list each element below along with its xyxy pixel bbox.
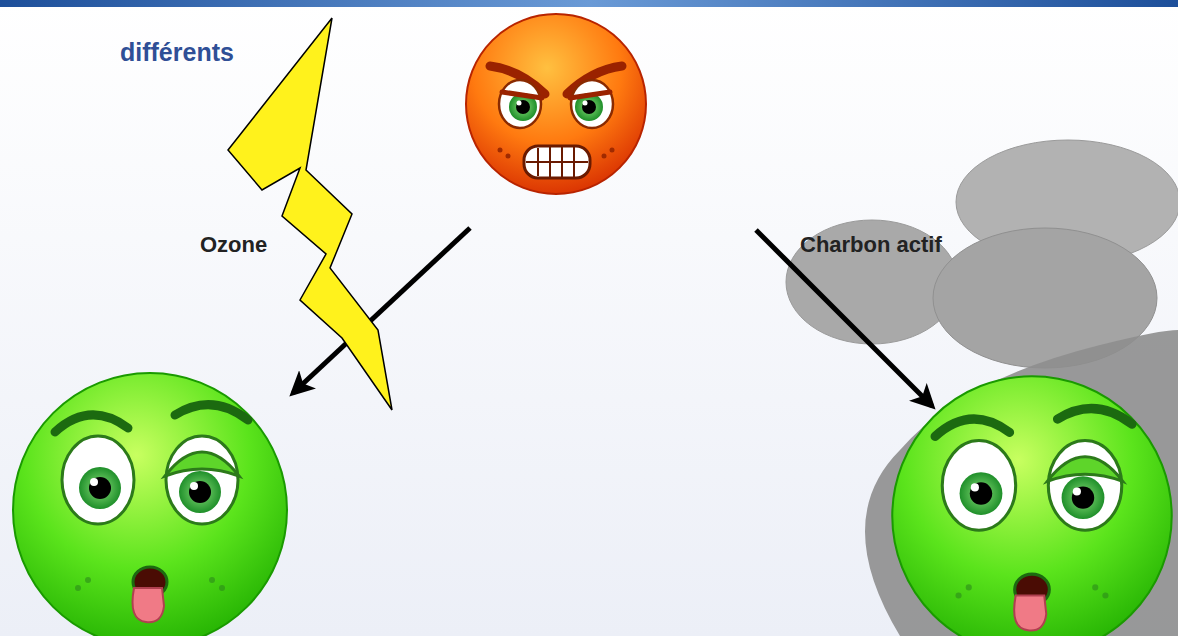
sick-face-right xyxy=(892,376,1171,636)
sick-face-left xyxy=(13,373,287,636)
angry-face xyxy=(466,14,646,194)
lightning-bolt xyxy=(228,18,392,410)
treatment-label: Ozone xyxy=(200,232,267,258)
top-band xyxy=(0,0,1178,7)
treatment-label: Charbon actif xyxy=(800,232,942,258)
slide-title: différents xyxy=(120,38,234,67)
